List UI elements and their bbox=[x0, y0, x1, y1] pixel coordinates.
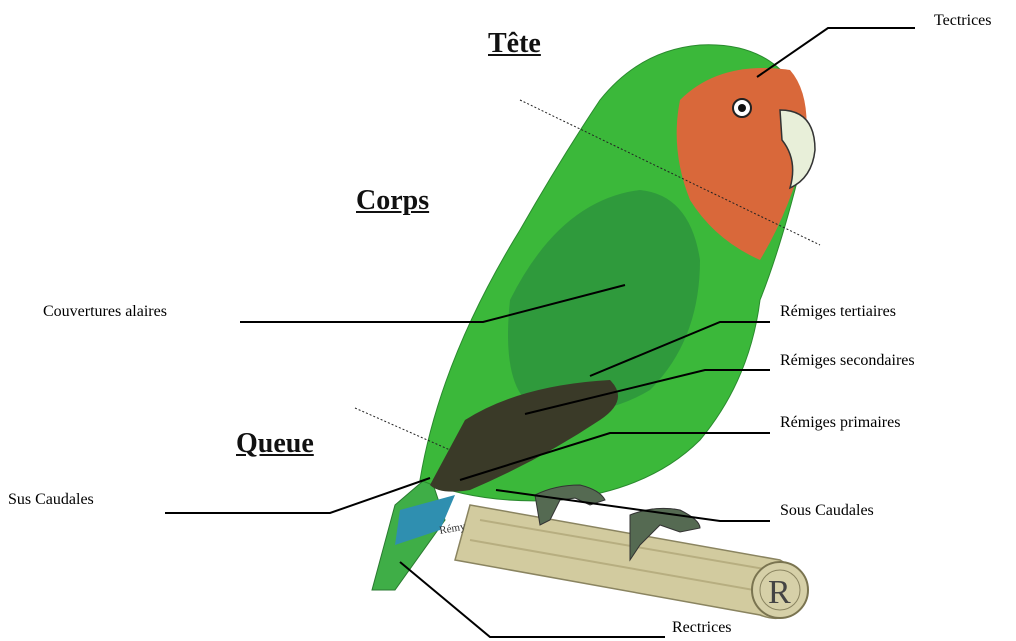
section-head-title: Tête bbox=[488, 28, 541, 60]
label-couvertures-alaires: Couvertures alaires bbox=[43, 303, 167, 321]
perch-mark: R bbox=[768, 574, 791, 611]
leader-sus-caudales bbox=[165, 478, 430, 513]
section-tail-title: Queue bbox=[236, 428, 314, 460]
label-remiges-tertiaires: Rémiges tertiaires bbox=[780, 303, 896, 321]
label-sus-caudales: Sus Caudales bbox=[8, 491, 94, 509]
section-body-title: Corps bbox=[356, 185, 429, 217]
label-remiges-primaires: Rémiges primaires bbox=[780, 414, 900, 432]
label-rectrices: Rectrices bbox=[672, 619, 732, 637]
label-tectrices: Tectrices bbox=[934, 12, 992, 30]
label-remiges-secondaires: Rémiges secondaires bbox=[780, 352, 915, 370]
foot-front bbox=[535, 485, 605, 525]
label-sous-caudales: Sous Caudales bbox=[780, 502, 874, 520]
